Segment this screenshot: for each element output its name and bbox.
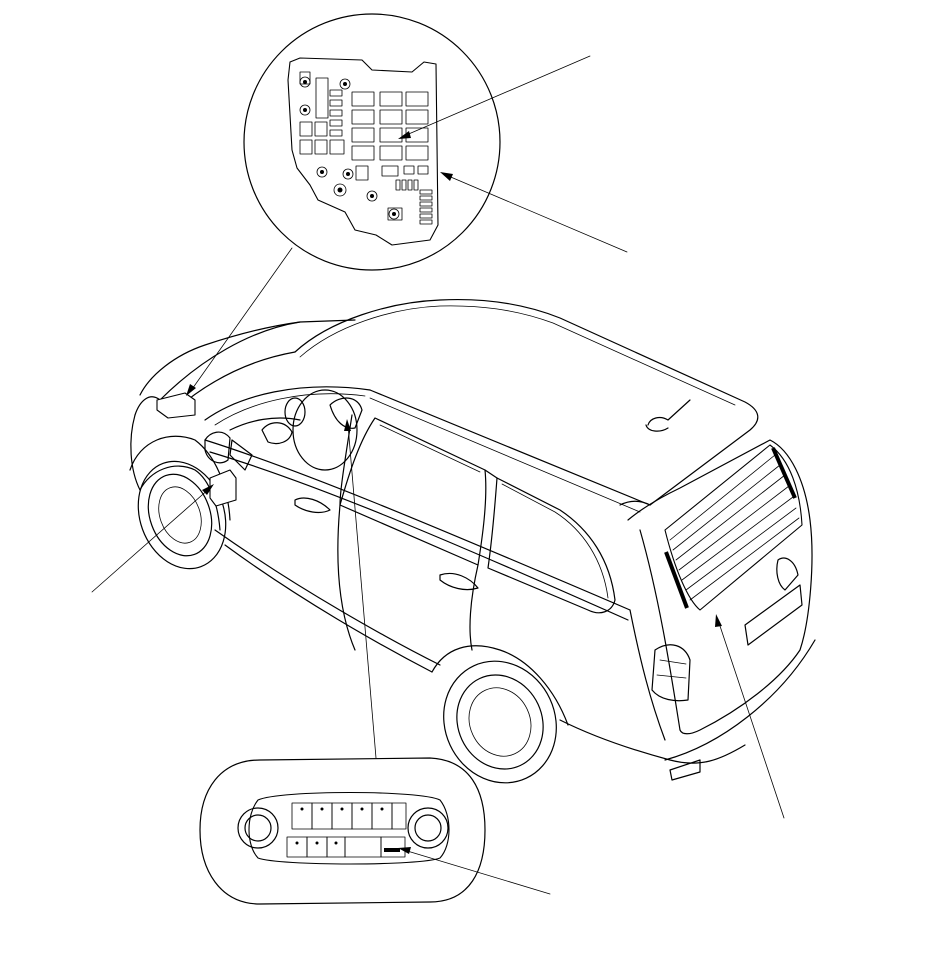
fuse-box-detail (243, 13, 501, 271)
climate-control-connector (347, 424, 377, 759)
climate-upper-buttons (291, 802, 407, 830)
fuse-box-bolts (299, 76, 400, 220)
fuse-box-body-leader (445, 174, 628, 253)
rear-defog-switch (384, 848, 400, 852)
defogger-bus-bar-left (664, 551, 689, 609)
fuse-box-relay-leader (403, 55, 591, 137)
under-hood-fuse-box (156, 392, 196, 419)
leader-lines (91, 55, 785, 895)
left-side-unit (209, 469, 237, 507)
rear-defogger-grid (669, 454, 800, 601)
rear-defogger-leader (717, 619, 785, 819)
climate-lower-buttons (286, 836, 406, 858)
climate-panel-icon (237, 791, 450, 865)
fuse-box-detail-connector (189, 247, 293, 393)
defogger-bus-bar-right (771, 447, 797, 499)
defog-switch-leader (403, 849, 551, 895)
fuse-relay-grid (299, 71, 433, 225)
fuse-box-icon (287, 57, 439, 246)
vehicle-outline (129, 298, 816, 784)
left-side-unit-leader (91, 487, 211, 593)
climate-control-detail (199, 757, 486, 905)
